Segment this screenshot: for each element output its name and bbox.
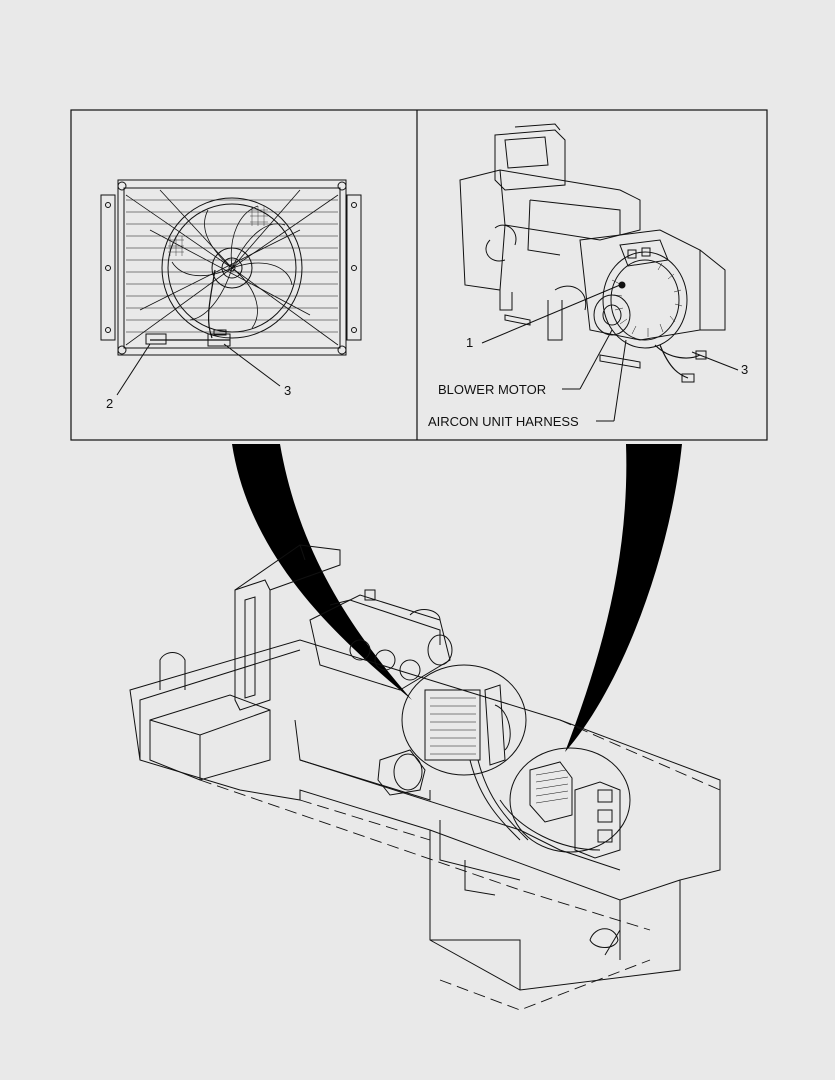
callout-1-right: 1 <box>466 335 473 350</box>
right-inset-leaders <box>481 281 739 422</box>
callout-3-left: 3 <box>284 383 291 398</box>
callout-3-right: 3 <box>741 362 748 377</box>
detail-circle-aircon <box>509 747 631 859</box>
aircon-unit-illustration <box>459 123 726 383</box>
machine-chassis-illustration <box>129 544 721 1011</box>
left-inset-leaders <box>116 343 281 396</box>
zoom-leaders <box>232 444 682 752</box>
condenser-fan-illustration <box>100 179 362 356</box>
aircon-unit-harness-label: AIRCON UNIT HARNESS <box>428 414 579 429</box>
blower-motor-label: BLOWER MOTOR <box>438 382 546 397</box>
callout-2-left: 2 <box>106 396 113 411</box>
inset-frame <box>70 109 768 441</box>
detail-circle-condenser <box>401 664 527 776</box>
